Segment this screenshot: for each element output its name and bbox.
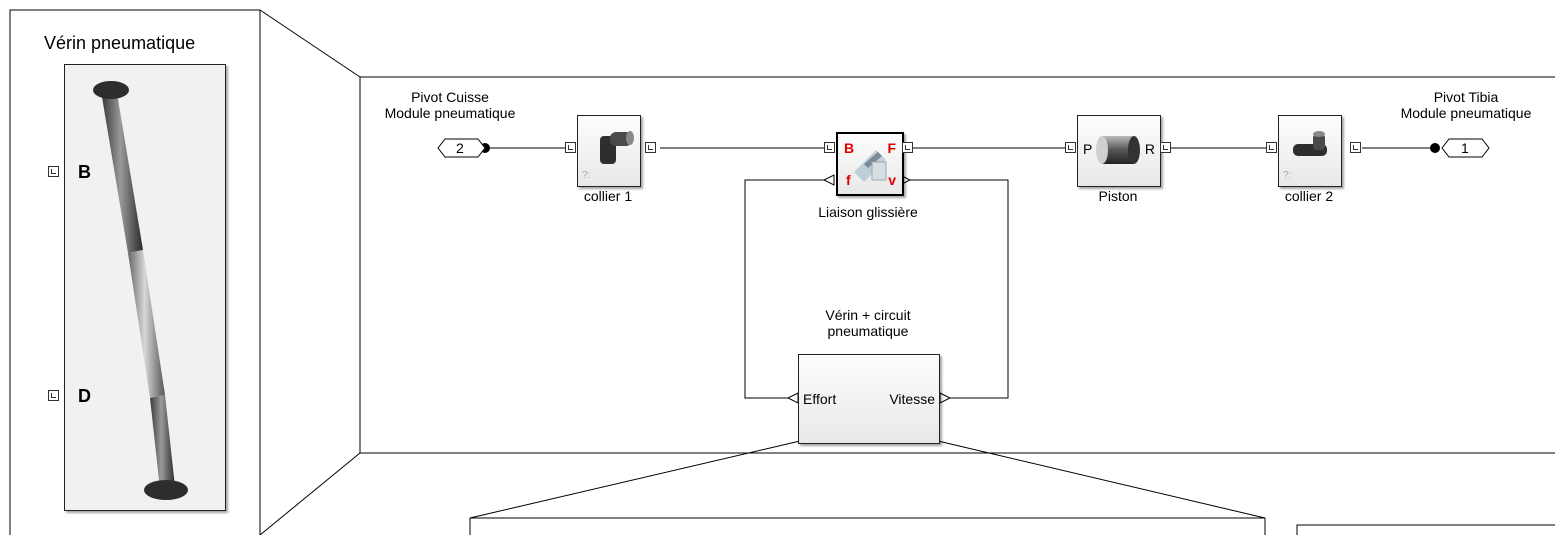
junction-dot — [1430, 143, 1440, 153]
piston-block[interactable]: P R — [1077, 115, 1161, 187]
verin-effort-label: Effort — [803, 391, 837, 407]
arrow-head — [939, 392, 952, 404]
collier2-port-in — [1266, 142, 1277, 153]
liaison-f-label: F — [887, 140, 896, 156]
collier2-port-out — [1350, 142, 1361, 153]
subsystem-frame — [9, 9, 261, 535]
liaison-v-label: v — [888, 172, 896, 188]
model-frame — [359, 76, 1555, 454]
collier1-block[interactable]: ?: — [577, 115, 641, 187]
subsystem-port-b-label: B — [78, 162, 91, 182]
inport-right-label: Pivot Tibia Module pneumatique — [1366, 89, 1555, 121]
inport-right-number[interactable]: 1 — [1461, 140, 1469, 156]
subsystem-block[interactable] — [64, 64, 226, 511]
inport-hexagon-2 — [437, 138, 486, 158]
cylinder-icon — [93, 81, 188, 500]
piston-label: Piston — [1098, 188, 1138, 204]
collier2-block[interactable]: ?: — [1278, 115, 1342, 187]
inport-left-label: Pivot Cuisse Module pneumatique — [350, 89, 550, 121]
subsystem-port-b-icon — [48, 166, 59, 177]
piston-r-label: R — [1144, 141, 1155, 157]
tee-pipe-icon — [600, 131, 634, 164]
liaison-f-small-label: f — [846, 172, 851, 188]
inport-left-label-line1: Pivot Cuisse — [411, 89, 489, 105]
bottom-frame-right — [1296, 524, 1555, 535]
verin-label-line1: Vérin + circuit — [825, 307, 911, 323]
piston-port-p — [1065, 142, 1076, 153]
liaison-label: Liaison glissière — [818, 204, 918, 220]
inport-hexagon-1 — [1441, 138, 1490, 158]
collier1-port-in — [565, 142, 576, 153]
zoom-line-top — [259, 9, 361, 78]
liaison-port-f — [902, 142, 913, 153]
inport-right-label-line2: Module pneumatique — [1400, 105, 1532, 121]
signal-line-effort — [744, 179, 824, 399]
subsystem-port-d-icon — [48, 390, 59, 401]
inport-right-label-line1: Pivot Tibia — [1433, 89, 1499, 105]
prismatic-joint-icon — [854, 150, 887, 182]
verin-label: Vérin + circuit pneumatique — [793, 307, 943, 339]
collier1-badge: ?: — [582, 170, 591, 181]
verin-label-line2: pneumatique — [827, 323, 909, 339]
tee-pipe-icon — [1293, 131, 1327, 156]
zoom-line-verin-right — [937, 440, 1266, 519]
collier1-port-out — [645, 142, 656, 153]
inport-left-label-line2: Module pneumatique — [384, 105, 516, 121]
liaison-block[interactable]: B F f v — [836, 132, 904, 196]
liaison-b-label: B — [844, 140, 855, 156]
zoom-line-verin-left — [469, 440, 801, 519]
inport-left-number[interactable]: 2 — [456, 140, 464, 156]
collier1-label: collier 1 — [583, 188, 633, 204]
piston-cylinder-icon — [1096, 136, 1140, 164]
subsystem-port-d-label: D — [78, 386, 91, 406]
arrow-head — [786, 392, 799, 404]
bottom-frame-center — [469, 517, 1266, 535]
collier2-label: collier 2 — [1284, 188, 1334, 204]
verin-block[interactable]: Effort Vitesse — [798, 354, 940, 444]
zoom-line-bottom — [259, 452, 361, 535]
piston-p-label: P — [1083, 141, 1093, 157]
liaison-port-b — [824, 142, 835, 153]
arrow-head — [822, 174, 835, 186]
signal-line-vitesse — [900, 179, 1009, 399]
verin-vitesse-label: Vitesse — [889, 391, 935, 407]
subsystem-title: Vérin pneumatique — [44, 33, 196, 53]
piston-port-r — [1160, 142, 1171, 153]
collier2-badge: ?: — [1283, 170, 1292, 181]
